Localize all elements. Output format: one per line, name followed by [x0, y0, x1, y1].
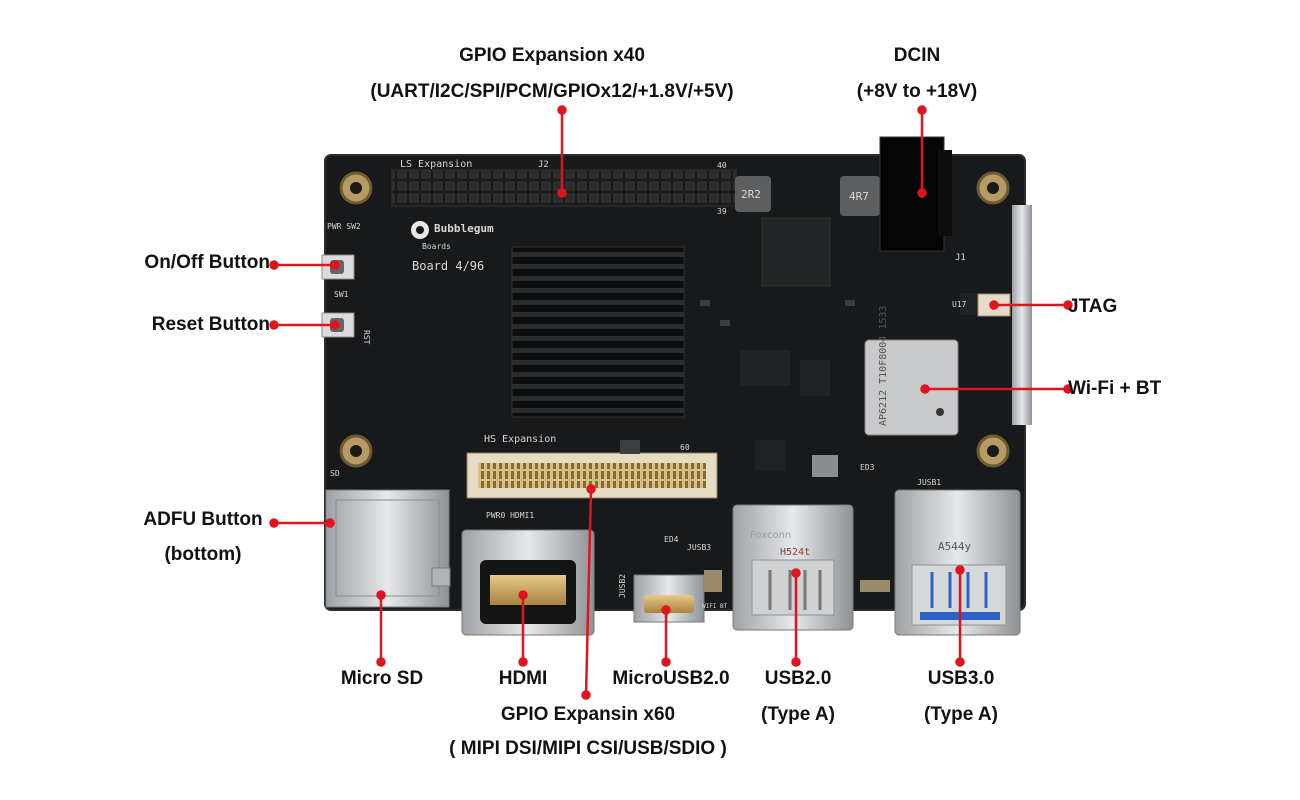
usb3-subtitle: (Type A)	[924, 704, 998, 725]
wifi-label: Wi-Fi + BT	[1068, 378, 1162, 399]
gpio40-title: GPIO Expansion x40	[459, 45, 645, 66]
svg-text:Bubblegum: Bubblegum	[434, 222, 494, 235]
svg-text:PWR SW2: PWR SW2	[327, 222, 361, 231]
svg-text:ED3: ED3	[860, 463, 875, 472]
hdmi-label: HDMI	[498, 668, 548, 689]
mounting-holes	[339, 171, 1010, 468]
svg-text:2R2: 2R2	[741, 188, 761, 201]
heatsink	[511, 246, 685, 418]
hdmi-port	[461, 529, 595, 636]
dcin-title: DCIN	[893, 45, 941, 66]
svg-text:JUSB3: JUSB3	[687, 543, 711, 552]
microsd-slot	[325, 489, 451, 608]
gpio40-subtitle: (UART/I2C/SPI/PCM/GPIOx12/+1.8V/+5V)	[370, 81, 734, 102]
svg-text:JUSB2: JUSB2	[618, 574, 627, 598]
svg-text:Foxconn: Foxconn	[750, 530, 791, 541]
microusb-port	[633, 574, 705, 623]
svg-text:39: 39	[717, 207, 727, 216]
svg-text:60: 60	[680, 443, 690, 452]
usb3-port	[894, 489, 1021, 636]
usb2-subtitle: (Type A)	[761, 704, 835, 725]
microusb-label: MicroUSB2.0	[612, 668, 730, 689]
svg-text:WIFI BT: WIFI BT	[702, 603, 728, 610]
reset-label: Reset Button	[151, 314, 270, 335]
svg-text:H524t: H524t	[780, 547, 810, 558]
svg-text:LS Expansion: LS Expansion	[400, 159, 472, 170]
adfu-subtitle: (bottom)	[164, 544, 242, 565]
usb2-port	[732, 504, 854, 631]
usb2-title: USB2.0	[764, 668, 832, 689]
pointer-lines	[269, 105, 1073, 700]
svg-text:A544y: A544y	[938, 540, 971, 553]
bubblegum-logo	[411, 221, 429, 239]
svg-text:HS Expansion: HS Expansion	[484, 434, 556, 445]
svg-text:SW1: SW1	[334, 290, 349, 299]
gpio40-header	[391, 169, 737, 207]
svg-text:Board 4/96: Board 4/96	[412, 259, 484, 273]
dc-jack	[879, 136, 952, 252]
gpio60-subtitle: ( MIPI DSI/MIPI CSI/USB/SDIO )	[449, 738, 727, 759]
svg-text:JUSB1: JUSB1	[917, 478, 941, 487]
svg-text:RST: RST	[362, 330, 371, 345]
svg-text:ED4: ED4	[664, 535, 679, 544]
svg-text:J1: J1	[955, 253, 966, 263]
microsd-label: Micro SD	[340, 668, 424, 689]
wifi-bt-module	[864, 339, 959, 436]
svg-text:Boards: Boards	[422, 242, 451, 251]
svg-text:4R7: 4R7	[849, 190, 869, 203]
svg-text:40: 40	[717, 161, 727, 170]
svg-text:U17: U17	[952, 300, 967, 309]
svg-text:AP6212 T10F8004 1533: AP6212 T10F8004 1533	[878, 306, 889, 426]
svg-text:SD: SD	[330, 469, 340, 478]
adfu-title: ADFU Button	[143, 509, 263, 530]
gpio60-title: GPIO Expansin x60	[500, 704, 676, 725]
jtag-label: JTAG	[1068, 296, 1118, 317]
svg-text:PWR0 HDMI1: PWR0 HDMI1	[486, 511, 534, 520]
dcin-subtitle: (+8V to +18V)	[856, 81, 978, 102]
onoff-label: On/Off Button	[144, 252, 270, 273]
usb3-title: USB3.0	[927, 668, 995, 689]
svg-text:J2: J2	[538, 160, 549, 170]
